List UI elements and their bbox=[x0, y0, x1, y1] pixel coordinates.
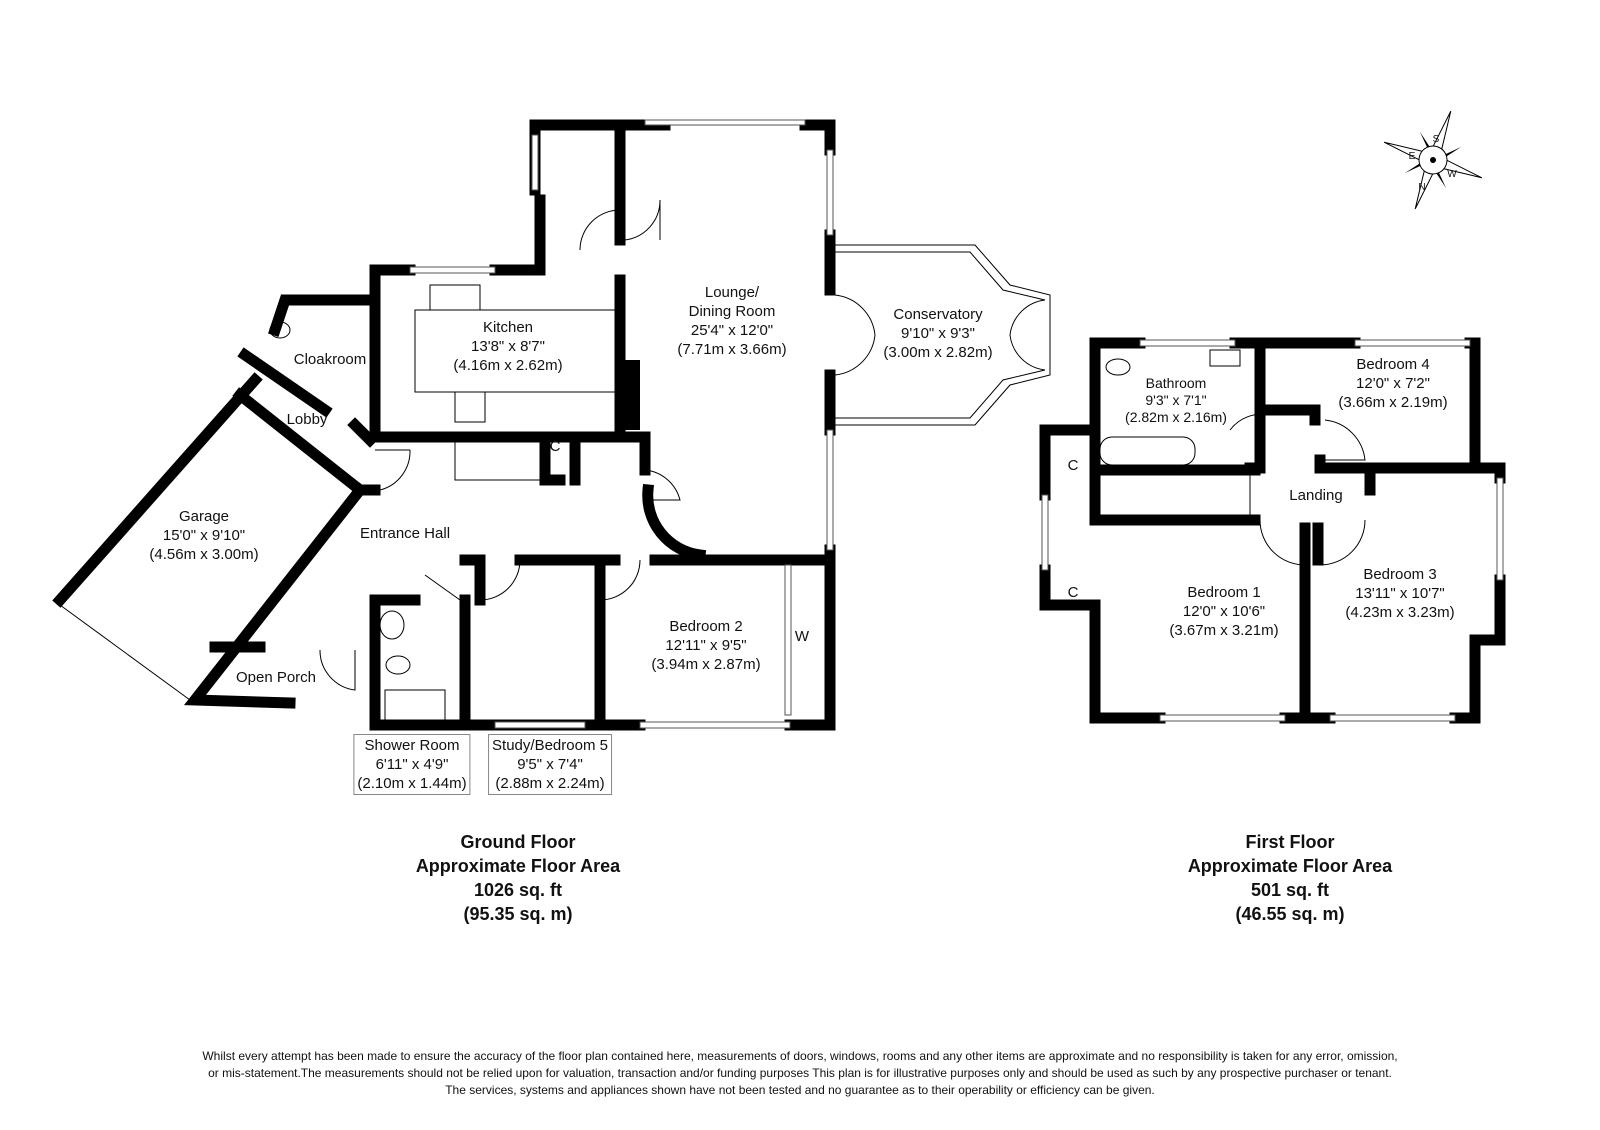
toilet-icon bbox=[1105, 358, 1131, 376]
compass-e: E bbox=[1408, 151, 1416, 162]
label-cupboard: C bbox=[1067, 584, 1079, 601]
basin-icon bbox=[1209, 349, 1241, 367]
staircase bbox=[454, 439, 546, 481]
wardrobe-door bbox=[784, 564, 792, 716]
label-entrance-hall: Entrance Hall bbox=[359, 525, 451, 542]
shower-tray-icon bbox=[384, 689, 446, 723]
conservatory-outline bbox=[833, 244, 1051, 426]
label-cloakroom: Cloakroom bbox=[293, 351, 367, 368]
label-cupboard: C bbox=[549, 438, 561, 455]
kitchen-worktop bbox=[414, 309, 616, 393]
first-floor-walls bbox=[1039, 337, 1506, 724]
label-open-porch: Open Porch bbox=[235, 669, 317, 686]
compass-icon bbox=[1383, 110, 1483, 210]
disclaimer: Whilst every attempt has been made to en… bbox=[202, 1049, 1398, 1097]
label-wardrobe: W bbox=[794, 628, 810, 645]
label-cupboard: C bbox=[1067, 457, 1079, 474]
chimney-breast bbox=[620, 360, 640, 430]
ground-floor-walls bbox=[52, 119, 1051, 731]
toilet-icon bbox=[385, 655, 411, 675]
toilet-icon bbox=[269, 321, 291, 339]
compass-s: S bbox=[1432, 134, 1440, 145]
compass-w: W bbox=[1447, 169, 1457, 180]
hob-icon bbox=[454, 391, 486, 423]
compass-n: N bbox=[1418, 182, 1426, 193]
staircase bbox=[1099, 474, 1251, 518]
label-lobby: Lobby bbox=[286, 411, 328, 428]
bath-icon bbox=[1099, 436, 1196, 466]
sink-icon bbox=[429, 284, 481, 311]
basin-icon bbox=[379, 610, 405, 640]
label-landing: Landing bbox=[1289, 487, 1343, 504]
